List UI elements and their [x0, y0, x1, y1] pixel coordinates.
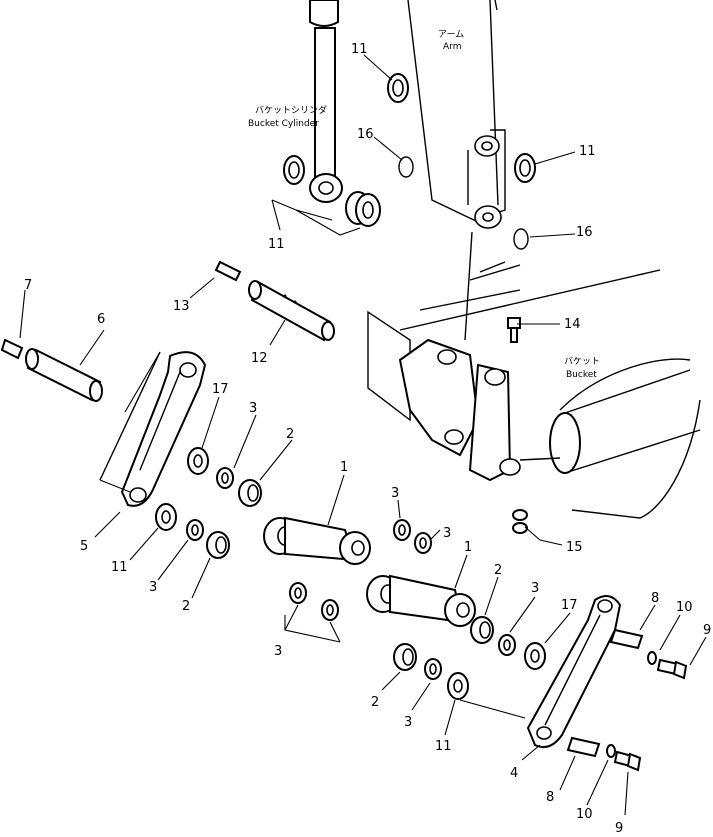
callout-3-c: 3	[443, 526, 451, 541]
callout-1-a: 1	[340, 460, 348, 475]
washer-10-b	[606, 744, 616, 758]
label-bucket-jp: バケット	[564, 356, 600, 367]
callout-16-b: 16	[576, 225, 593, 240]
callout-17-a: 17	[212, 382, 229, 397]
callout-3-b: 3	[391, 486, 399, 501]
callout-7: 7	[24, 278, 32, 293]
bolt-9-a	[656, 658, 688, 680]
grease-fitting-13	[214, 260, 242, 282]
callout-8-a: 8	[651, 591, 659, 606]
callout-2-a: 2	[286, 427, 294, 442]
bucket	[367, 261, 701, 519]
callout-11-c: 11	[268, 237, 285, 252]
callout-3-g: 3	[404, 715, 412, 730]
o-ring-16-a	[398, 156, 414, 178]
callout-11-b: 11	[579, 144, 596, 159]
plate-8-b	[566, 736, 601, 758]
label-arm-jp: アーム	[438, 29, 464, 40]
callout-5: 5	[80, 539, 88, 554]
callout-9-a: 9	[703, 623, 711, 638]
link-1-upper	[263, 516, 371, 565]
callout-11-e: 11	[435, 739, 452, 754]
callout-15: 15	[566, 540, 583, 555]
label-arm-en: Arm	[443, 42, 461, 52]
callout-2-d: 2	[371, 695, 379, 710]
callout-2-c: 2	[494, 563, 502, 578]
callout-3-d: 3	[149, 580, 157, 595]
callout-11-a: 11	[351, 42, 368, 57]
callout-1-b: 1	[464, 540, 472, 555]
callout-10-a: 10	[676, 600, 693, 615]
callout-10-b: 10	[576, 807, 593, 822]
callout-3-a: 3	[249, 401, 257, 416]
grease-fitting-7	[0, 338, 24, 360]
link-4	[526, 595, 622, 748]
bucket-cylinder	[309, 0, 381, 227]
washer-10-a	[647, 651, 657, 665]
callout-4: 4	[510, 766, 518, 781]
label-cylinder-jp: バケットシリンダ	[255, 104, 327, 116]
callout-2-b: 2	[182, 599, 190, 614]
callout-3-f: 3	[274, 644, 282, 659]
label-cylinder-en: Bucket Cylinder	[248, 119, 319, 129]
plate-8-a	[609, 628, 644, 650]
bolt-14	[507, 317, 521, 343]
callout-12: 12	[251, 351, 268, 366]
callout-6: 6	[97, 312, 105, 327]
callout-3-e: 3	[531, 581, 539, 596]
leader-lines	[19, 54, 707, 816]
link-1-lower	[366, 574, 476, 627]
callout-13: 13	[173, 299, 190, 314]
pin-6	[25, 348, 103, 402]
callout-14: 14	[564, 317, 581, 332]
callout-17-b: 17	[561, 598, 578, 613]
callout-8-b: 8	[546, 790, 554, 805]
bucket-tube	[549, 412, 581, 474]
o-ring-16-b	[513, 228, 529, 250]
pin-12	[248, 280, 335, 342]
bolt-9-b	[613, 750, 642, 772]
callout-11-d: 11	[111, 560, 128, 575]
callout-16-a: 16	[357, 127, 374, 142]
label-bucket-en: Bucket	[566, 370, 597, 380]
grease-fitting-15	[512, 509, 528, 534]
link-5	[120, 351, 207, 507]
callout-9-b: 9	[615, 821, 623, 836]
arm	[407, 0, 506, 341]
